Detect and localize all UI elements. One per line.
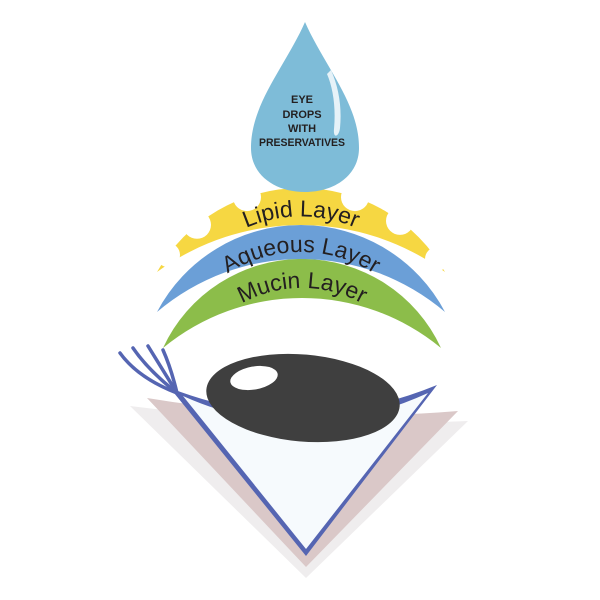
eyelash-4	[161, 348, 179, 395]
eye-drop-shape	[251, 22, 359, 192]
lipid-layer-arc	[157, 187, 445, 272]
drop-label-line-3: WITH	[288, 123, 316, 135]
drop-label-line-4: PRESERVATIVES	[259, 137, 345, 149]
lipid-scallop-notches	[156, 183, 449, 271]
mucin-layer-arc	[163, 258, 441, 348]
drop-label-line-1: EYE	[291, 94, 313, 106]
drop-label-line-2: DROPS	[282, 109, 321, 121]
eyelash-1	[118, 351, 179, 395]
aqueous-layer-arc	[157, 225, 445, 312]
eyelash-2	[131, 346, 179, 395]
iris-highlight	[230, 365, 278, 391]
eyelashes	[118, 344, 179, 395]
eye-drop-highlight	[327, 70, 341, 136]
